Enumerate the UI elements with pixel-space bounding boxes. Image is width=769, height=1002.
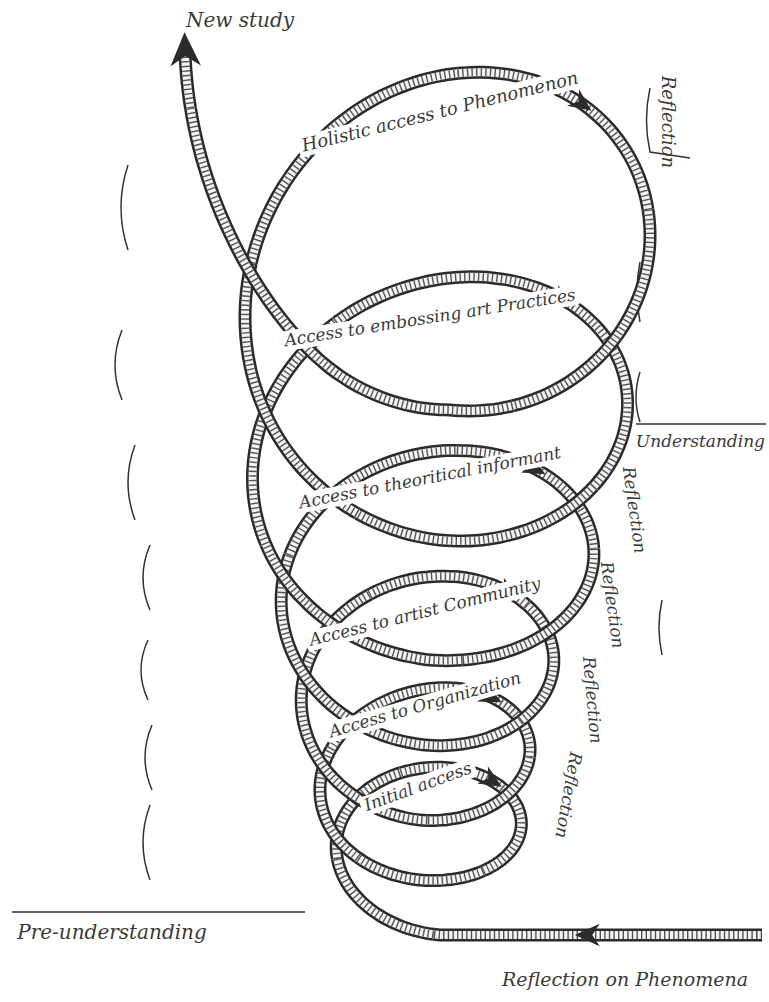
rope-core [427, 757, 529, 821]
bracket-arc [128, 445, 135, 520]
rope-segment [185, 56, 190, 108]
spiral-label: Access to embossing art Practices [279, 285, 581, 352]
rope-outline [185, 56, 190, 108]
spiral-label: Access to Organization [323, 667, 527, 743]
bracket-arc [143, 805, 150, 880]
rope-core [434, 930, 762, 939]
rope-hatching [427, 757, 529, 821]
rule-line [659, 600, 662, 655]
bracket-arc [145, 725, 152, 790]
rope-outline [521, 605, 554, 721]
rope-segment [191, 108, 290, 329]
rope-core [251, 73, 457, 263]
rule-line [636, 372, 640, 422]
rope-hatching [191, 108, 290, 329]
rule-line [636, 423, 766, 425]
spiral-label: Reflection [658, 76, 679, 168]
rope-segment [521, 605, 554, 721]
bracket-arc [121, 165, 128, 250]
bracket-marks [12, 88, 766, 912]
spiral-label: Access to artist Community [304, 573, 547, 651]
rope-core [185, 56, 190, 108]
rope-arrowheads [171, 34, 598, 945]
spiral-label: Holistic access to Phenomenon [296, 67, 584, 158]
spiral-label: Reflection [551, 750, 585, 839]
spiral-label: New study [186, 9, 294, 32]
spiral-label: Reflection on Phenomena [502, 969, 748, 991]
direction-arrowhead [171, 34, 199, 65]
rope-hatching [521, 605, 554, 721]
spiral-label: Reflection [618, 465, 649, 554]
spiral-label: Pre-understanding [17, 921, 207, 944]
rope-outline [358, 858, 483, 881]
direction-arrowhead [479, 768, 505, 794]
spiral-rope [185, 56, 762, 935]
spiral-label: Reflection [596, 560, 627, 649]
direction-arrowhead [576, 925, 598, 945]
spiral-label: Reflection [578, 656, 605, 745]
rule-line [12, 911, 305, 913]
spiral-label: Access to theoritical informant [294, 442, 567, 514]
rope-hatching [358, 858, 483, 881]
rope-segment [251, 73, 457, 263]
rope-outline [427, 757, 529, 821]
rope-core [358, 858, 483, 881]
spiral-label: Initial access [358, 757, 478, 817]
rope-hatching [251, 73, 457, 263]
rope-outline [434, 928, 762, 942]
bracket-arc [115, 330, 122, 400]
rope-hatching [185, 56, 190, 108]
rope-core [191, 108, 290, 329]
bracket-arc [143, 545, 150, 610]
rope-segment [434, 934, 762, 936]
bracket-arc [141, 640, 148, 700]
spiral-label: Understanding [636, 432, 765, 452]
rope-outline [191, 108, 290, 329]
rope-segment [427, 757, 529, 821]
rope-segment [358, 858, 483, 881]
rope-outline [251, 73, 457, 263]
direction-arrowhead [569, 91, 596, 117]
rope-core [521, 605, 554, 721]
rope-hatching [434, 930, 762, 939]
